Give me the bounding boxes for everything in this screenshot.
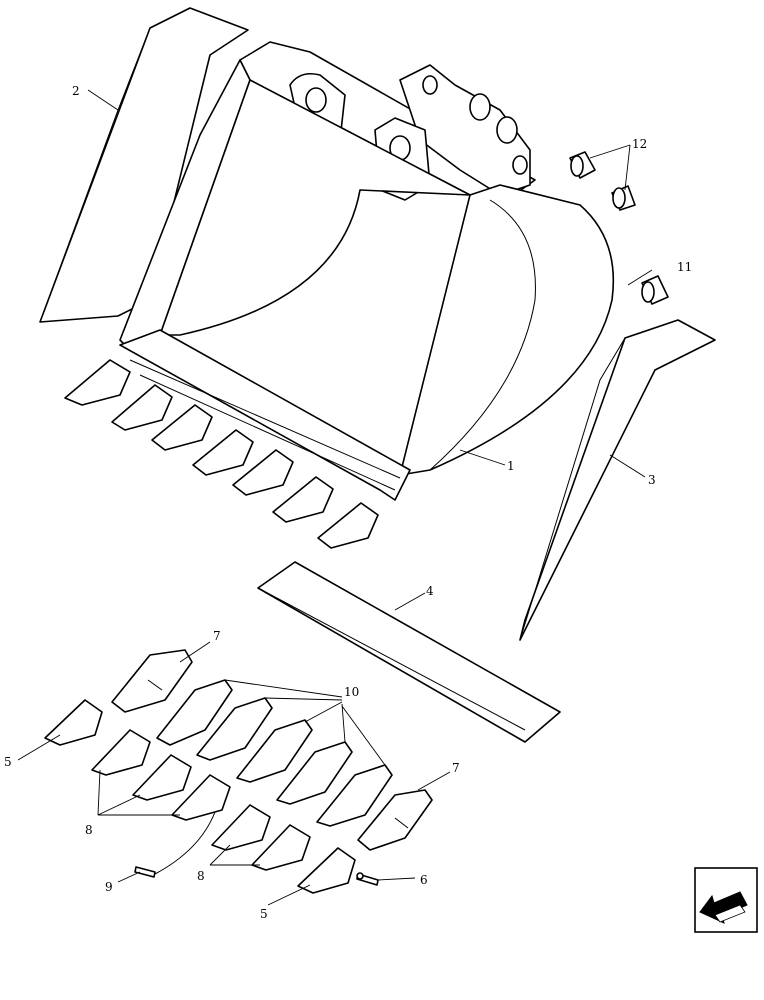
callout-4: 4 (426, 584, 434, 598)
callout-5-lower: 5 (260, 907, 268, 921)
cutting-edge-4 (257, 561, 561, 743)
callout-10: 10 (344, 685, 359, 699)
arrow-down-left-icon (699, 891, 748, 924)
callout-5-upper: 5 (4, 755, 12, 769)
callout-12: 12 (632, 137, 647, 151)
bushings-12 (569, 151, 636, 211)
nav-arrow-button[interactable] (694, 867, 758, 933)
adapter-7-upper (111, 649, 193, 713)
callouts: 2 1 3 4 5 5 6 7 7 8 8 9 10 11 12 (4, 84, 692, 921)
callout-11: 11 (677, 260, 692, 274)
callout-8-a: 8 (85, 823, 93, 837)
callout-2: 2 (72, 84, 80, 98)
bushing-11 (641, 275, 669, 305)
callout-1: 1 (507, 459, 515, 473)
side-cutter-right (519, 319, 716, 641)
callout-7-upper: 7 (213, 629, 221, 643)
mounted-teeth (64, 359, 379, 549)
leader-lines (17, 89, 653, 906)
callout-3: 3 (648, 473, 656, 487)
teeth-8-group-b (211, 804, 311, 871)
pin-6 (356, 872, 379, 886)
pin-9 (134, 811, 216, 878)
callout-7-lower: 7 (452, 761, 460, 775)
callout-8-b: 8 (197, 869, 205, 883)
tooth-5-upper (44, 699, 103, 746)
adapter-7-lower (357, 789, 433, 851)
callout-9: 9 (105, 880, 113, 894)
teeth-8-group-a (91, 729, 231, 821)
callout-6: 6 (420, 873, 428, 887)
bucket-body (119, 41, 615, 501)
tooth-5-lower (297, 847, 356, 894)
tooth-adapters-10 (156, 679, 393, 827)
